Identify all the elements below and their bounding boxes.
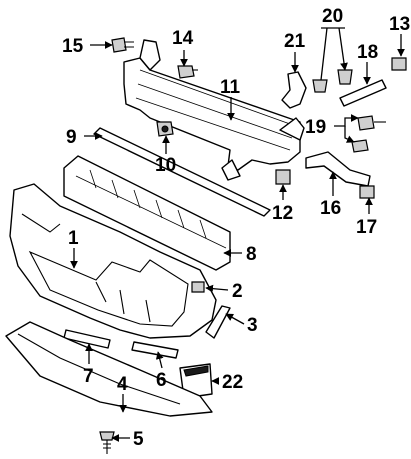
part-7-trim [63, 329, 111, 349]
callout-13: 13 [389, 14, 410, 35]
callout-10: 10 [155, 155, 176, 176]
part-12-bolt [275, 169, 291, 185]
callout-20: 20 [322, 6, 343, 27]
callout-22: 22 [222, 372, 243, 393]
callout-3: 3 [247, 315, 258, 336]
part-13-nut [391, 57, 407, 71]
part-10-nut [156, 121, 174, 137]
part-5-screw [99, 431, 115, 454]
part-16-bracket [305, 151, 371, 187]
part-9-strip [93, 127, 271, 217]
callout-15: 15 [62, 36, 84, 57]
part-14-clip [177, 65, 198, 79]
part-19-bolts [351, 115, 386, 153]
leader-lines [70, 27, 405, 442]
part-11-reinforcement-bar [123, 39, 305, 181]
callout-9: 9 [66, 127, 77, 148]
part-4-spoiler [5, 321, 213, 417]
callout-2: 2 [232, 281, 243, 302]
callout-19: 19 [305, 117, 326, 138]
callout-21: 21 [284, 31, 306, 52]
part-2-clip [191, 281, 205, 293]
callout-labels: 1 2 3 4 5 6 7 8 9 10 11 12 13 14 15 16 1… [62, 6, 410, 450]
part-22-cover [179, 363, 213, 399]
part-20-clips [312, 69, 353, 93]
part-15-bolt [111, 37, 134, 53]
callout-1: 1 [68, 228, 79, 249]
callout-8: 8 [246, 244, 257, 265]
part-1-bumper-cover [9, 183, 217, 339]
callout-16: 16 [320, 198, 341, 219]
callout-14: 14 [172, 28, 194, 49]
part-3-bracket [205, 305, 231, 339]
part-18-bracket [339, 79, 387, 107]
part-21-bracket [281, 71, 307, 109]
part-6-trim [131, 341, 179, 359]
callout-6: 6 [156, 370, 167, 391]
callout-12: 12 [272, 203, 293, 224]
part-8-absorber [63, 155, 231, 271]
part-17-bolt [359, 185, 375, 199]
callout-5: 5 [133, 429, 144, 450]
callout-17: 17 [356, 217, 377, 238]
callout-4: 4 [117, 374, 128, 395]
callout-11: 11 [220, 77, 241, 98]
callout-7: 7 [83, 366, 94, 387]
callout-18: 18 [357, 42, 378, 63]
